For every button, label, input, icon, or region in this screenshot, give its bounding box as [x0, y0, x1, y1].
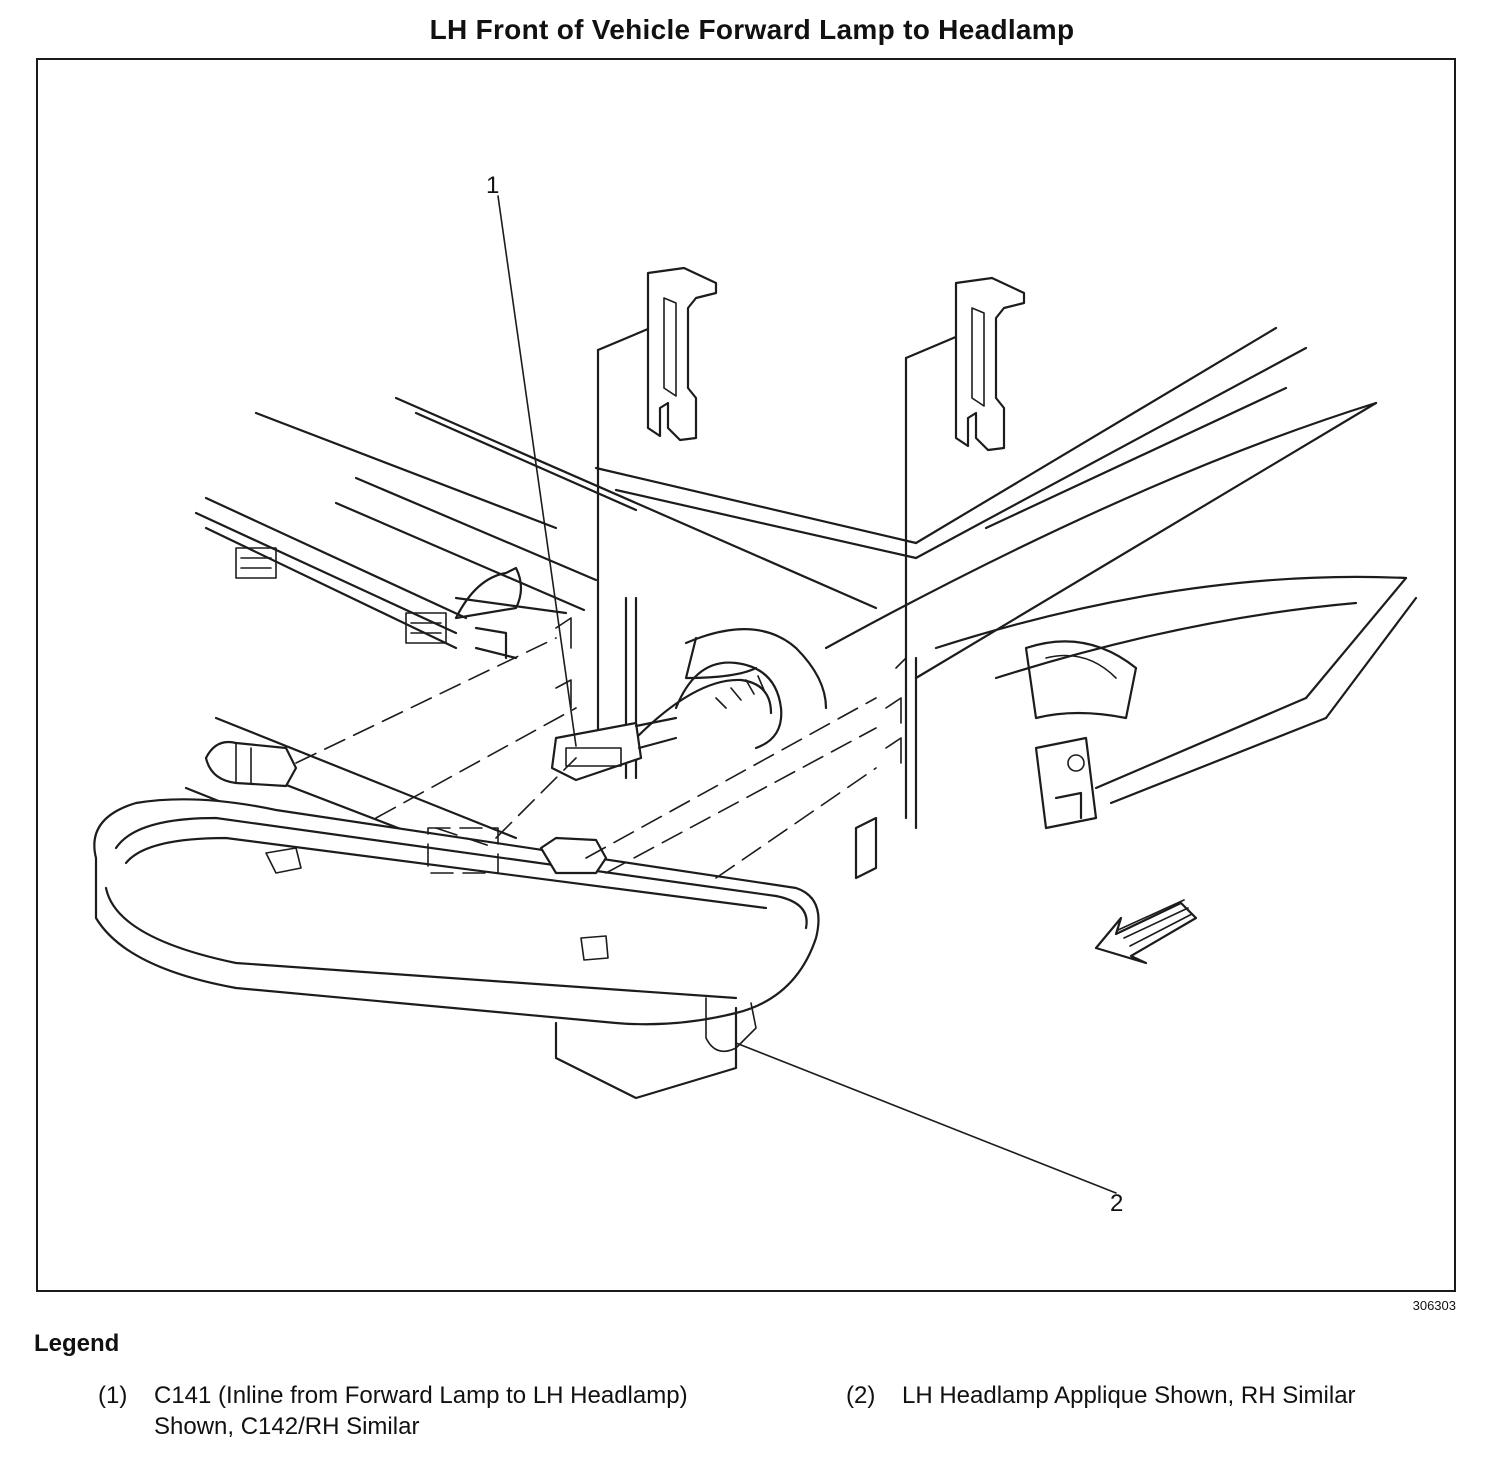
headlamp-assembly	[93, 740, 820, 1100]
leader-lines	[497, 195, 1117, 1194]
mounting-panels	[596, 266, 1026, 830]
legend-item-number: (2)	[846, 1382, 876, 1409]
legend-item: (2) LH Headlamp Applique Shown, RH Simil…	[846, 1380, 1466, 1411]
side-bracket	[555, 617, 1138, 880]
legend-item-number: (1)	[98, 1382, 128, 1409]
legend-item: (1) C141 (Inline from Forward Lamp to LH…	[98, 1380, 698, 1442]
forward-arrow-icon	[1094, 899, 1198, 965]
headlamp-illustration	[93, 195, 1418, 1194]
figure-number: 306303	[1412, 1298, 1456, 1313]
callout-1-label: 1	[486, 172, 500, 199]
diagram-frame	[36, 58, 1456, 1292]
legend-item-text: LH Headlamp Applique Shown, RH Similar	[902, 1382, 1356, 1409]
diagram-title: LH Front of Vehicle Forward Lamp to Head…	[429, 14, 1075, 45]
fender-lines	[334, 326, 1418, 805]
legend-item-text: C141 (Inline from Forward Lamp to LH Hea…	[154, 1382, 688, 1440]
legend-heading: Legend	[34, 1330, 120, 1357]
callout-2-label: 2	[1110, 1190, 1124, 1217]
wiring-harness	[550, 628, 828, 782]
installation-lines	[295, 637, 877, 879]
